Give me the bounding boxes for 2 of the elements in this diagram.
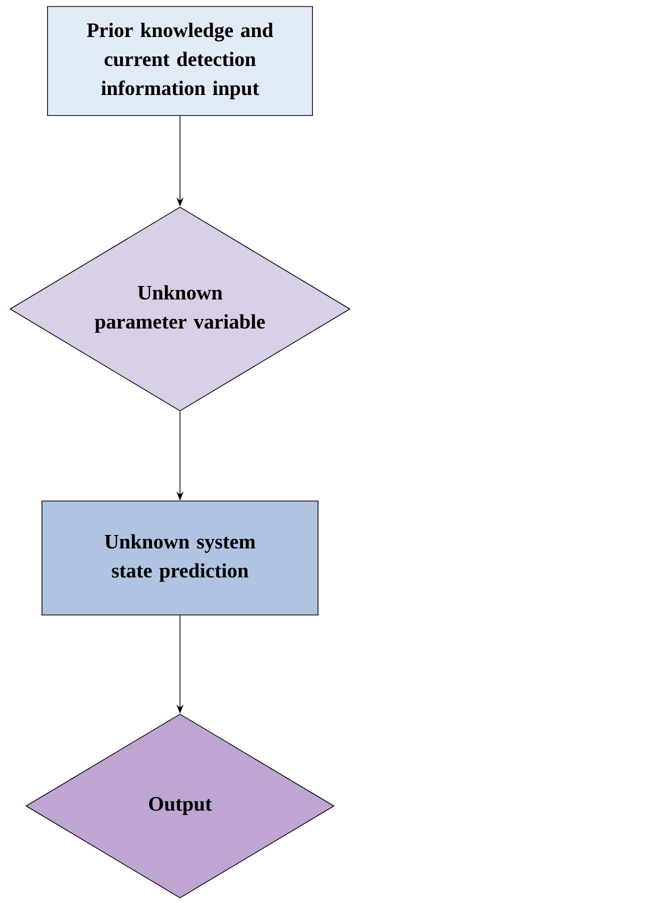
process-box: Prior knowledge and current detection information input (47, 6, 313, 116)
process-box: Unknown system state prediction (42, 500, 318, 616)
